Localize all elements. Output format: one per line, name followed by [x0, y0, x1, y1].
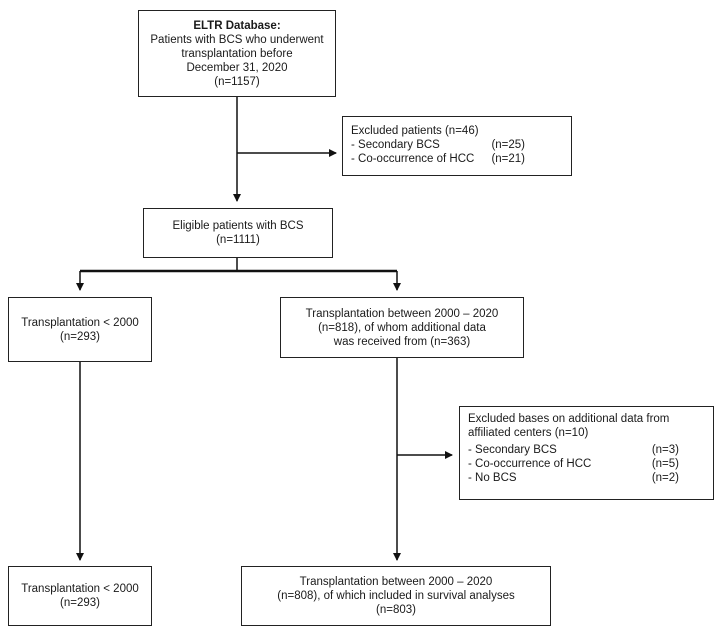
excluded-item-label: - Secondary BCS [351, 139, 440, 151]
final-before-2000-box: Transplantation < 2000 (n=293) [8, 566, 152, 626]
excluded-patients-box: Excluded patients (n=46) - Secondary BCS… [342, 116, 572, 176]
excluded-item: - Co-occurrence of HCC (n=21) [351, 152, 563, 166]
final-before-2000-count: (n=293) [60, 597, 100, 609]
tx-before-2000-label: Transplantation < 2000 [21, 316, 139, 329]
tx-before-2000-count: (n=293) [60, 330, 100, 343]
final-2000-2020-line: Transplantation between 2000 – 2020 [299, 576, 493, 588]
tx-2000-2020-line: (n=818), of whom additional data [318, 321, 486, 334]
database-box: ELTR Database: Patients with BCS who und… [138, 10, 336, 97]
excluded-item-count: (n=3) [651, 444, 679, 456]
database-line: December 31, 2020 [186, 61, 288, 74]
database-line: transplantation before [181, 47, 293, 60]
database-title: ELTR Database: [193, 19, 281, 32]
excluded-item: - Co-occurrence of HCC (n=5) [468, 457, 705, 471]
final-2000-2020-line: (n=808), of which included in survival a… [277, 590, 515, 602]
excluded-item-count: (n=5) [651, 458, 679, 470]
tx-2000-2020-line: Transplantation between 2000 – 2020 [305, 307, 499, 320]
excluded-item: - No BCS (n=2) [468, 471, 705, 485]
excluded-item-label: - Co-occurrence of HCC [351, 153, 475, 165]
excluded-item-label: - No BCS [468, 472, 517, 484]
excluded-item-count: (n=2) [651, 472, 679, 484]
excluded-item: - Secondary BCS (n=3) [468, 443, 705, 457]
excluded-item: - Secondary BCS (n=25) [351, 138, 563, 152]
database-count: (n=1157) [214, 75, 260, 88]
tx-before-2000-box: Transplantation < 2000 (n=293) [8, 297, 152, 362]
eligible-label: Eligible patients with BCS [172, 220, 304, 232]
excluded-additional-box: Excluded bases on additional data from a… [459, 406, 714, 500]
eligible-count: (n=1111) [216, 234, 260, 246]
final-2000-2020-line: (n=803) [376, 604, 416, 616]
excluded-additional-title: Excluded bases on additional data from [468, 413, 670, 425]
tx-2000-2020-line: was received from (n=363) [333, 335, 471, 348]
excluded-title: Excluded patients (n=46) [351, 125, 479, 137]
final-before-2000-label: Transplantation < 2000 [21, 583, 139, 595]
database-line: Patients with BCS who underwent [150, 33, 324, 46]
excluded-item-label: - Co-occurrence of HCC [468, 458, 592, 470]
eligible-box: Eligible patients with BCS (n=1111) [143, 208, 333, 258]
final-2000-2020-box: Transplantation between 2000 – 2020 (n=8… [241, 566, 551, 626]
tx-2000-2020-box: Transplantation between 2000 – 2020 (n=8… [280, 297, 524, 358]
excluded-item-count: (n=25) [491, 139, 525, 151]
excluded-item-label: - Secondary BCS [468, 444, 557, 456]
excluded-additional-title: affiliated centers (n=10) [468, 427, 589, 439]
excluded-item-count: (n=21) [491, 153, 525, 165]
